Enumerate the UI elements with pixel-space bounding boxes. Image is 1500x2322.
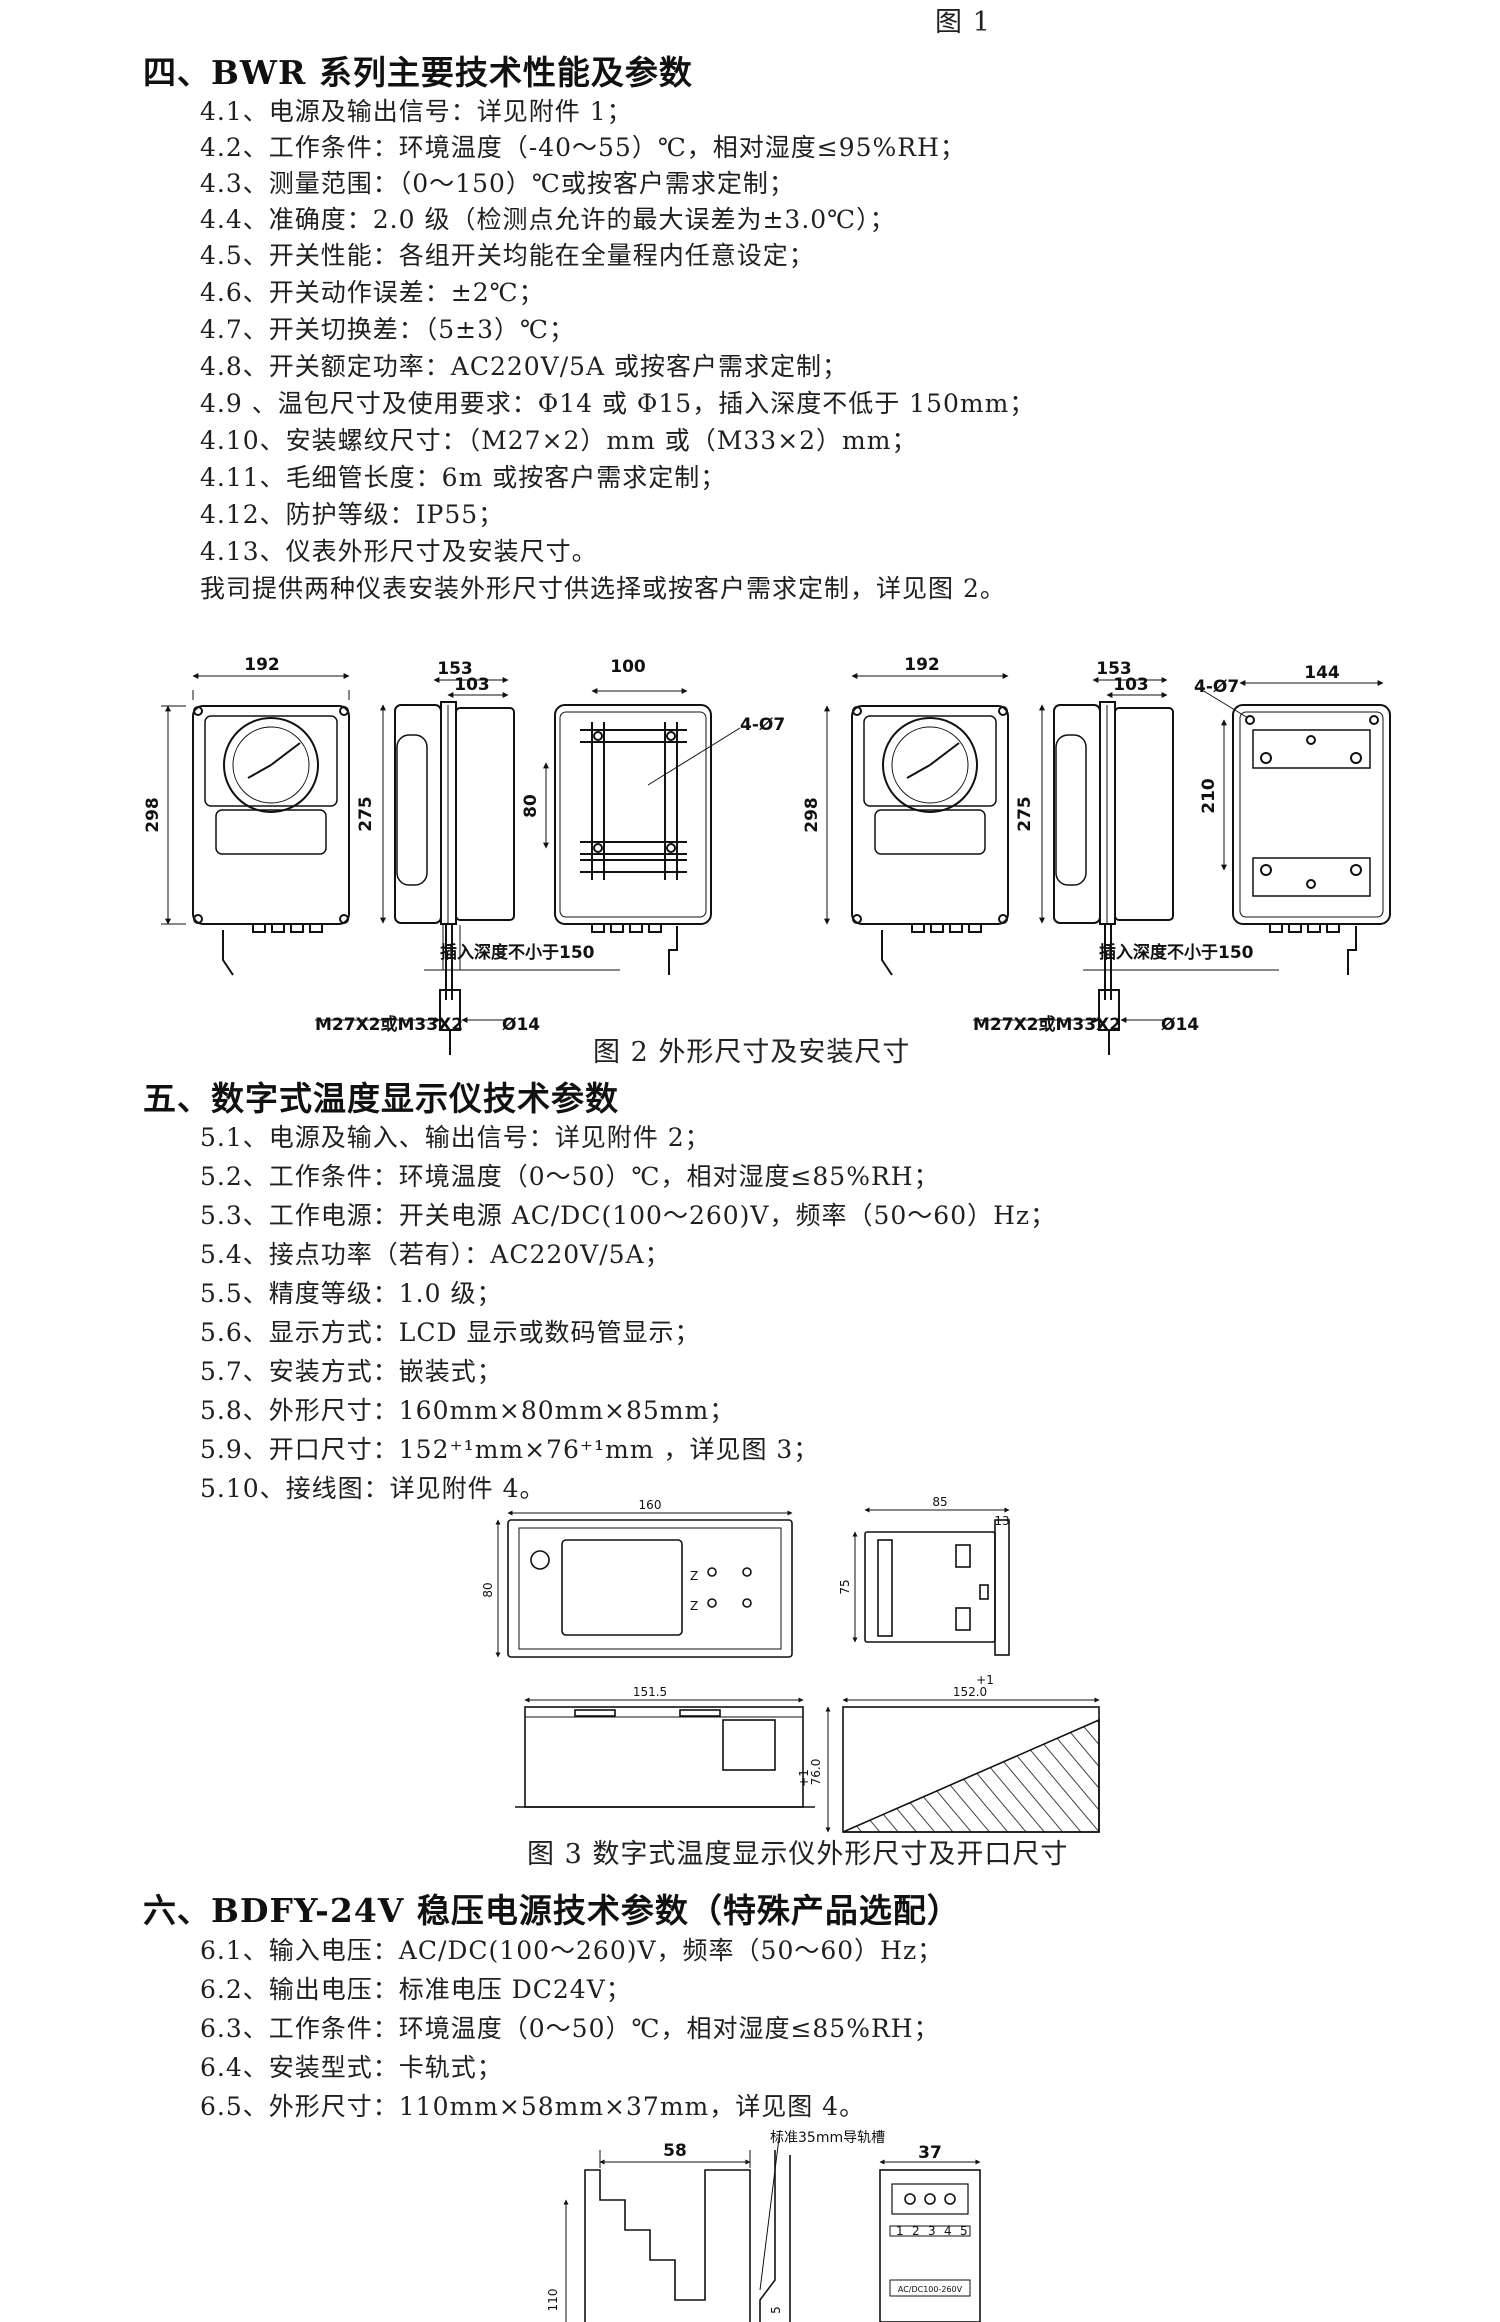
fig2-caption: 图 2 外形尺寸及安装尺寸 xyxy=(593,1037,911,1068)
list-item: 4.2、工作条件：环境温度（-40～55）℃，相对湿度≤95%RH； xyxy=(200,133,966,162)
list-item: 4.7、开关切换差：（5±3）℃； xyxy=(200,315,575,344)
section-5-title: 五、数字式温度显示仪技术参数 xyxy=(143,1079,619,1118)
fig3-cut-height-label: 76.0 xyxy=(809,1759,823,1786)
list-item: 6.2、输出电压：标准电压 DC24V； xyxy=(200,1975,632,2004)
fig3-side-thickness-label: 13 xyxy=(994,1514,1009,1528)
list-item: 6.5、外形尺寸：110mm×58mm×37mm，详见图 4。 xyxy=(200,2092,866,2121)
right-side-inner-label: 103 xyxy=(1113,675,1149,695)
right-front-width-label: 192 xyxy=(904,655,940,675)
fig4-terminal-1: 1 xyxy=(896,2224,904,2238)
fig4-front-width-label: 37 xyxy=(918,2143,942,2163)
list-item: 6.3、工作条件：环境温度（0～50）℃，相对湿度≤85%RH； xyxy=(200,2014,940,2043)
list-item: 5.9、开口尺寸：152⁺¹mm×76⁺¹mm ，详见图 3； xyxy=(200,1435,820,1464)
left-insert-label: 插入深度不小于150 xyxy=(440,942,595,963)
list-item: 6.4、安装型式：卡轨式； xyxy=(200,2053,503,2082)
section-4-title: 四、BWR 系列主要技术性能及参数 xyxy=(143,53,693,92)
right-side-width-label: 153 xyxy=(1096,659,1132,679)
fig3-bottom-width-label: 151.5 xyxy=(633,1685,667,1699)
right-back-width-label: 144 xyxy=(1304,663,1340,683)
list-item: 我司提供两种仪表安装外形尺寸供选择或按客户需求定制，详见图 2。 xyxy=(200,574,1006,603)
fig3-cut-tol-label: +1 xyxy=(976,1673,994,1687)
list-item: 4.1、电源及输出信号：详见附件 1； xyxy=(200,97,633,126)
fig3-side-height-label: 75 xyxy=(838,1579,852,1594)
fig3-front-housing xyxy=(507,1519,793,1658)
fig3-caption: 图 3 数字式温度显示仪外形尺寸及开口尺寸 xyxy=(527,1839,1069,1870)
left-side-inner-label: 103 xyxy=(454,675,490,695)
list-item: 4.13、仪表外形尺寸及安装尺寸。 xyxy=(200,537,598,566)
list-item: 4.12、防护等级：IP55； xyxy=(200,500,505,529)
right-hole-label: 4-Ø7 xyxy=(1194,677,1239,697)
fig4-terminal-3: 3 xyxy=(928,2224,936,2238)
left-back-width-label: 100 xyxy=(610,657,646,677)
fig3-side-width-label: 85 xyxy=(932,1495,947,1509)
list-item: 5.10、接线图：详见附件 4。 xyxy=(200,1474,546,1503)
left-hole-label: 4-Ø7 xyxy=(740,715,785,735)
fig3-z2-label: Z xyxy=(690,1599,698,1613)
right-insert-label: 插入深度不小于150 xyxy=(1099,942,1254,963)
left-dial-icon xyxy=(223,717,319,813)
left-front-height-label: 298 xyxy=(143,797,163,833)
list-item: 6.1、输入电压：AC/DC(100～260)V，频率（50～60）Hz； xyxy=(200,1936,944,1965)
list-item: 4.5、开关性能：各组开关均能在全量程内任意设定； xyxy=(200,241,815,270)
fig3-lcd-window xyxy=(561,1539,683,1636)
left-back-height-label: 80 xyxy=(521,794,541,818)
list-item: 4.4、准确度：2.0 级（检测点允许的最大误差为±3.0℃）； xyxy=(200,205,896,234)
fig3-cut-height-tol-label: +1 xyxy=(797,1769,811,1787)
fig4-model-label: AC/DC100-260V xyxy=(898,2285,963,2294)
fig3-front-width-label: 160 xyxy=(639,1498,662,1512)
fig3-front-height-label: 80 xyxy=(481,1582,495,1597)
right-back-height-label: 210 xyxy=(1199,778,1219,814)
fig3-cut-width-label: 152.0 xyxy=(953,1685,987,1699)
fig4-terminal-2: 2 xyxy=(912,2224,920,2238)
list-item: 4.3、测量范围：（0～150）℃或按客户需求定制； xyxy=(200,169,795,198)
right-front-height-label: 298 xyxy=(802,797,822,833)
list-item: 4.8、开关额定功率：AC220V/5A 或按客户需求定制； xyxy=(200,352,849,381)
list-item: 4.10、安装螺纹尺寸：（M27×2）mm 或（M33×2）mm； xyxy=(200,426,918,455)
list-item: 5.1、电源及输入、输出信号：详见附件 2； xyxy=(200,1123,711,1152)
fig4-side-width-label: 58 xyxy=(663,2141,687,2161)
fig4-side-profile xyxy=(584,2169,751,2322)
right-side-height-label: 275 xyxy=(1015,796,1035,832)
list-item: 5.5、精度等级：1.0 级； xyxy=(200,1279,503,1308)
list-item: 5.8、外形尺寸：160mm×80mm×85mm； xyxy=(200,1396,736,1425)
left-front-width-label: 192 xyxy=(244,655,280,675)
list-item: 5.2、工作条件：环境温度（0～50）℃，相对湿度≤85%RH； xyxy=(200,1162,940,1191)
list-item: 5.3、工作电源：开关电源 AC/DC(100～260)V，频率（50～60）H… xyxy=(200,1201,1057,1230)
fig4-front-housing xyxy=(879,2169,981,2322)
right-dial-icon xyxy=(882,717,978,813)
left-thread-label: M27X2或M33X2 xyxy=(315,1014,463,1035)
list-item: 5.6、显示方式：LCD 显示或数码管显示； xyxy=(200,1318,701,1347)
fig3-drawing: 160 80 85 13 75 Z Z 151.5 152.0 +1 76.0 … xyxy=(481,1495,1100,1833)
fig4-terminal-5: 5 xyxy=(960,2224,968,2238)
list-item: 4.9 、温包尺寸及使用要求：Φ14 或 Φ15，插入深度不低于 150mm； xyxy=(200,389,1036,418)
list-item: 4.6、开关动作误差：±2℃； xyxy=(200,278,545,307)
fig4-rail-label: 标准35mm导轨槽 xyxy=(770,2130,885,2146)
right-thread-label: M27X2或M33X2 xyxy=(973,1014,1121,1035)
left-side-height-label: 275 xyxy=(356,796,376,832)
fig3-logo-icon xyxy=(530,1550,550,1570)
right-dia-label: Ø14 xyxy=(1161,1015,1199,1035)
fig1-caption: 图 1 xyxy=(935,7,991,38)
fig2-drawing: 192 298 153 103 275 100 80 4-Ø7 插入深度不小于1… xyxy=(143,655,1391,1055)
fig4-front-height-label: 5 xyxy=(769,2306,783,2314)
section-6-title: 六、BDFY-24V 稳压电源技术参数（特殊产品选配） xyxy=(143,1891,961,1930)
fig4-terminal-4: 4 xyxy=(944,2224,952,2238)
fig3-z-label: Z xyxy=(690,1569,698,1583)
list-item: 5.4、接点功率（若有）：AC220V/5A； xyxy=(200,1240,671,1269)
list-item: 4.11、毛细管长度：6m 或按客户需求定制； xyxy=(200,463,727,492)
left-side-width-label: 153 xyxy=(437,659,473,679)
fig4-side-height-label: 110 xyxy=(546,2289,560,2312)
list-item: 5.7、安装方式：嵌装式； xyxy=(200,1357,503,1386)
left-dia-label: Ø14 xyxy=(502,1015,540,1035)
